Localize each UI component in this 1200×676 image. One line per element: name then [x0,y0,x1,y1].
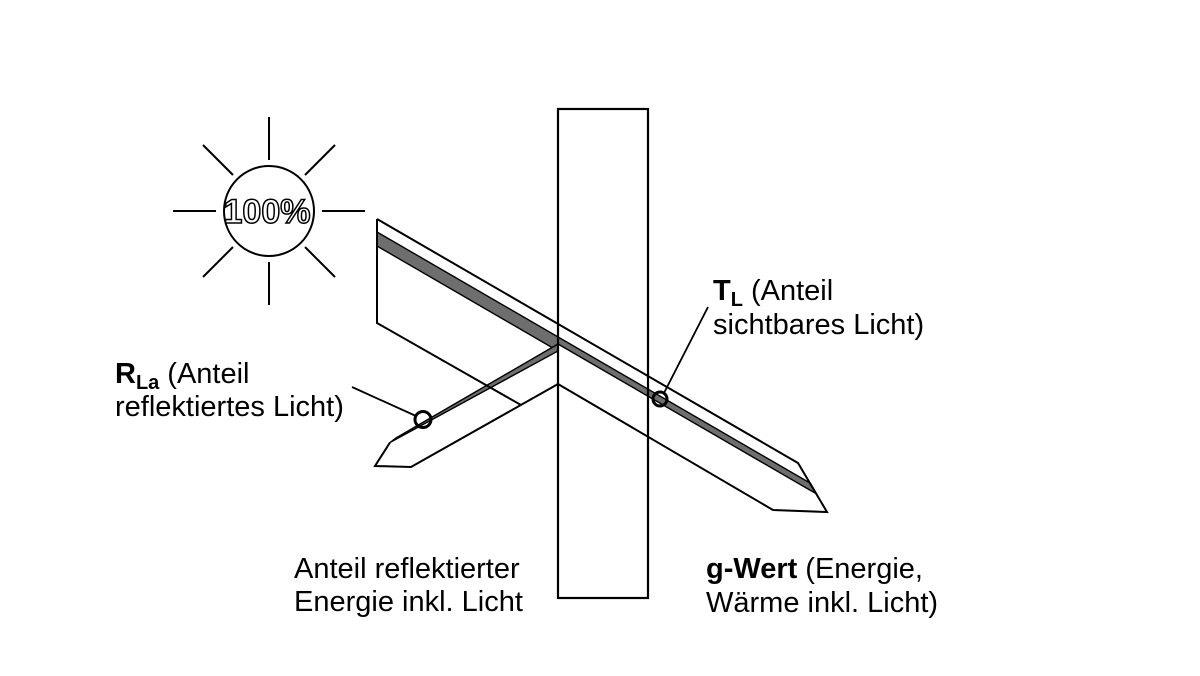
tl-symbol: T [713,275,731,307]
rla-line2: reflektiertes Licht) [115,391,344,423]
g-value-symbol: g-Wert [706,553,798,585]
tl-subscript: L [731,289,743,311]
rla-label: RLa (Anteil reflektiertes Licht) [115,358,344,423]
sun-circle [223,165,315,257]
glass-pane [556,107,650,600]
sun-rays [173,117,365,305]
incident-beam-left-and-bottom-edge [376,219,522,406]
g-value-label: g-Wert(Energie, Wärme inkl. Licht) [706,553,938,619]
reflected-light-marker [413,410,433,429]
sun-icon: 100% [173,117,365,305]
rla-symbol: R [115,358,136,390]
rla-subscript: La [136,372,160,394]
sun-percentage-label: 100% [224,193,311,231]
transmitted-light-leader-line [663,306,709,394]
svg-text:g-Wert(Energie,: g-Wert(Energie, [706,553,923,585]
incident-beam-top-edge-and-transmitted-arrow [376,218,829,514]
svg-text:RLa(Anteil: RLa (Anteil [115,358,250,394]
svg-text:TL(Anteil: TL (Anteil [713,275,833,311]
g-value-line2: Wärme inkl. Licht) [706,587,938,619]
tl-label: TL (Anteil sichtbares Licht) [713,275,924,341]
reflected-energy-line2: Energie inkl. Licht [294,586,523,618]
tl-suffix: (Anteil [751,275,833,307]
reflected-light-leader-line [351,386,417,417]
g-value-suffix: (Energie, [805,553,923,585]
transmitted-light-marker [651,390,669,408]
rla-suffix: (Anteil [167,358,249,390]
reflected-energy-label: Anteil reflektierter Energie inkl. Licht [294,553,523,618]
reflected-energy-line1: Anteil reflektierter [294,553,520,585]
tl-line2: sichtbares Licht) [713,309,924,341]
reflected-light-stripe [389,342,559,444]
incident-and-transmitted-light-stripe [376,230,819,496]
reflected-energy-wedge-outline [373,383,559,469]
